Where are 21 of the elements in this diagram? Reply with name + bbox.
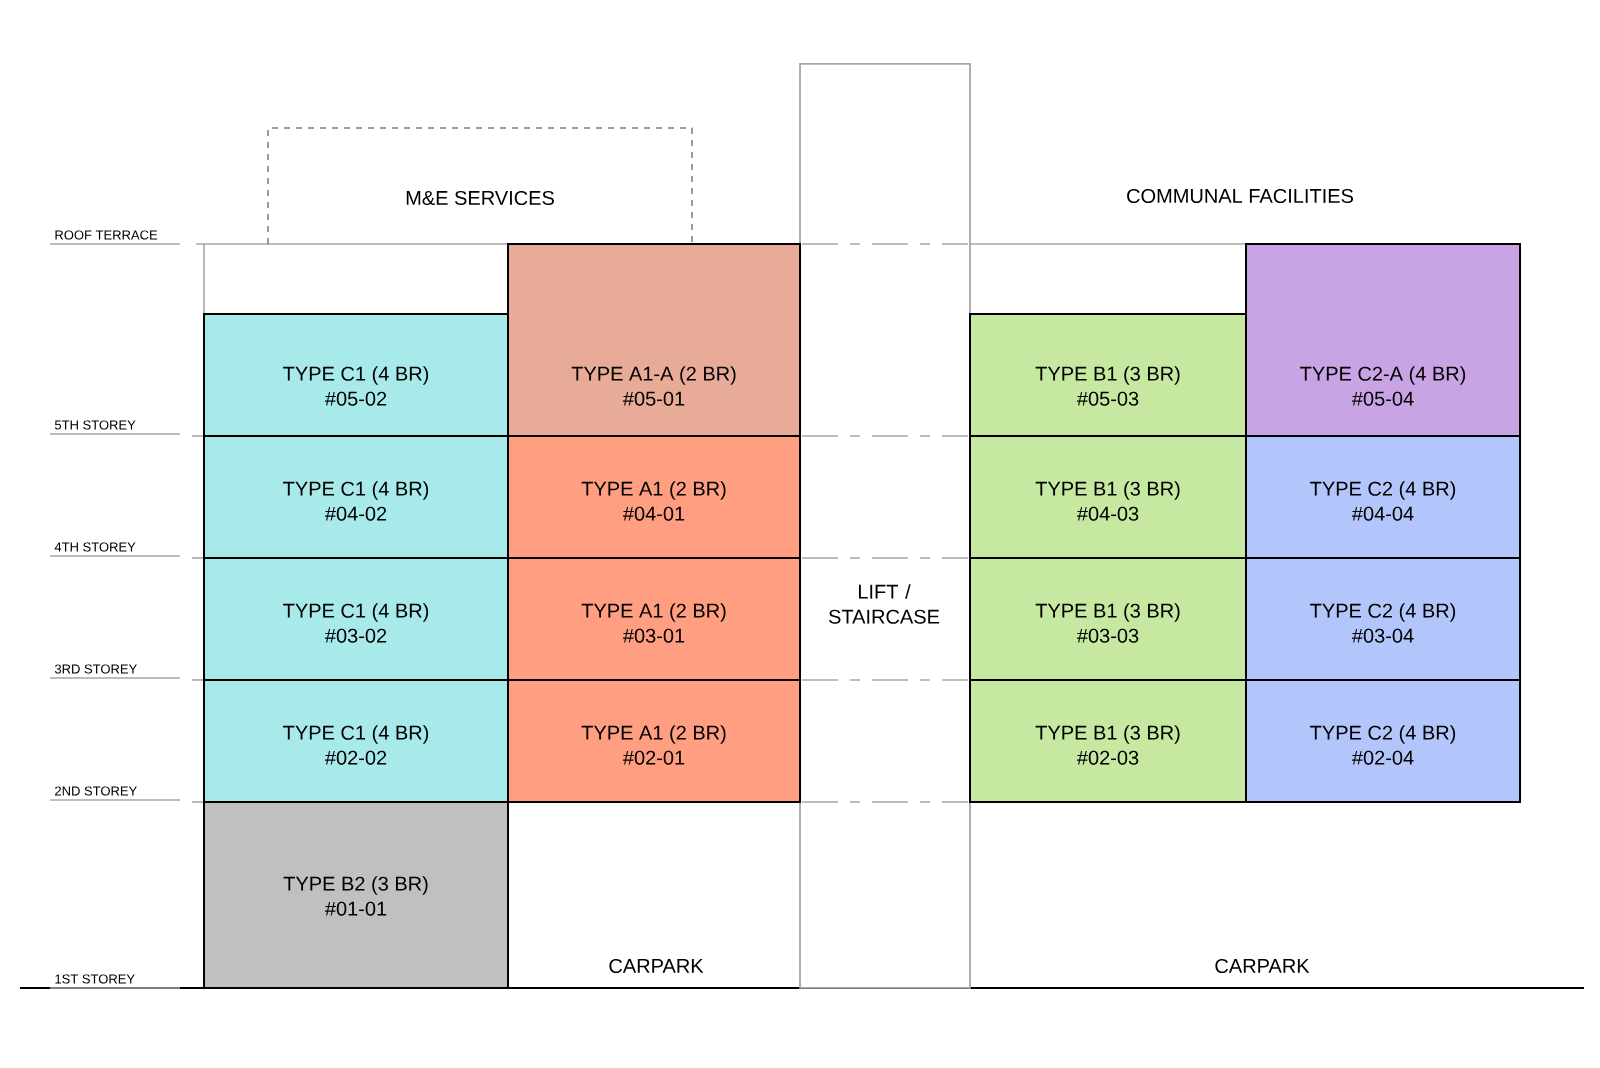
unit-box: TYPE B1 (3 BR) #02-03 — [969, 678, 1247, 803]
unit-box: TYPE B1 (3 BR) #05-03 — [969, 312, 1247, 437]
unit-box: TYPE C2 (4 BR) #03-04 — [1245, 556, 1521, 681]
unit-box: TYPE B1 (3 BR) #04-03 — [969, 434, 1247, 559]
unit-box: TYPE C2-A (4 BR) #05-04 — [1245, 243, 1521, 437]
unit-box: TYPE A1 (2 BR) #04-01 — [507, 434, 801, 559]
unit-box: TYPE C1 (4 BR) #05-02 — [203, 312, 509, 437]
unit-box: TYPE B2 (3 BR) #01-01 — [203, 800, 509, 989]
unit-box: TYPE C2 (4 BR) #02-04 — [1245, 678, 1521, 803]
unit-box: TYPE C1 (4 BR) #04-02 — [203, 434, 509, 559]
unit-box: TYPE B1 (3 BR) #03-03 — [969, 556, 1247, 681]
area-label: CARPARK — [609, 958, 704, 974]
area-label: CARPARK — [1215, 958, 1310, 974]
unit-box: TYPE A1 (2 BR) #02-01 — [507, 678, 801, 803]
area-label: COMMUNAL FACILITIES — [1127, 188, 1353, 204]
services-box: M&E SERVICES — [267, 127, 693, 245]
unit-box: TYPE C1 (4 BR) #03-02 — [203, 556, 509, 681]
unit-box: TYPE A1-A (2 BR) #05-01 — [507, 243, 801, 437]
unit-box: TYPE A1 (2 BR) #03-01 — [507, 556, 801, 681]
unit-box: TYPE C1 (4 BR) #02-02 — [203, 678, 509, 803]
unit-box: TYPE C2 (4 BR) #04-04 — [1245, 434, 1521, 559]
